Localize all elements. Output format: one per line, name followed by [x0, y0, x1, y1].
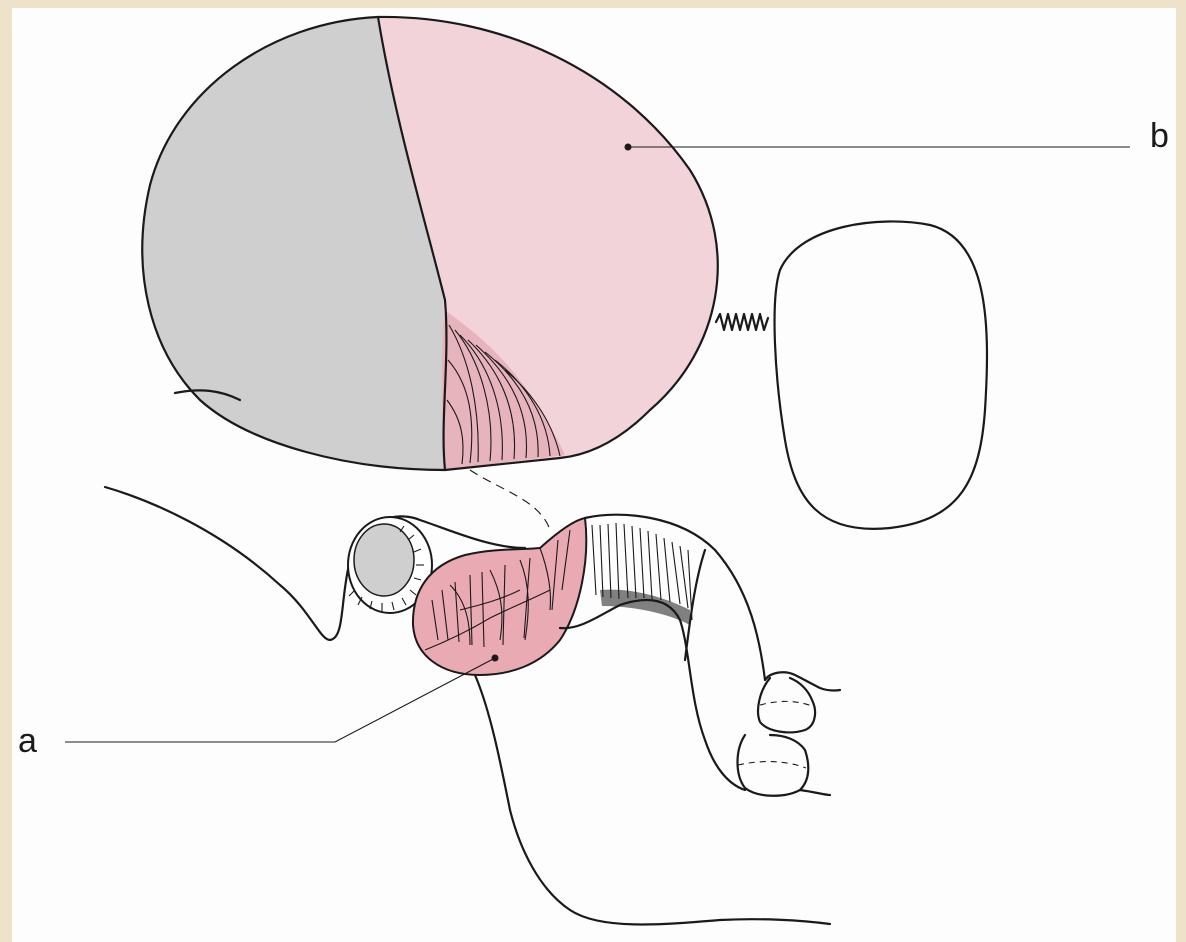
leader-line-a	[65, 658, 495, 742]
leader-dot-a	[492, 655, 499, 662]
label-b: b	[1150, 117, 1169, 155]
upper-tooth	[765, 672, 840, 690]
small-oval	[775, 221, 987, 528]
tube-lower-contour	[560, 600, 745, 790]
zigzag-connector	[716, 314, 768, 330]
ring-structure-inner	[354, 524, 414, 596]
tooth-2-dash	[738, 762, 806, 768]
tooth-1	[758, 678, 815, 732]
dashed-canal	[470, 470, 550, 530]
lower-contour	[475, 675, 830, 924]
tooth-1-dash	[760, 701, 812, 706]
label-a: a	[18, 722, 37, 760]
leader-dot-b	[625, 144, 632, 151]
lower-right-line	[800, 790, 830, 795]
